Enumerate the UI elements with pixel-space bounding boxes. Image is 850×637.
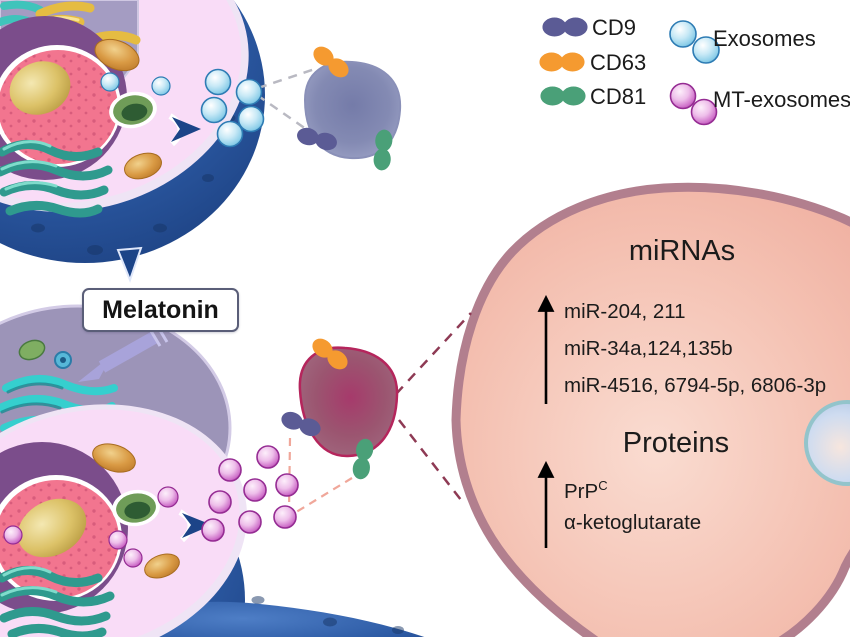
er-shadow — [0, 382, 64, 414]
intracellular-vesicle — [151, 76, 171, 96]
intracellular-vesicle — [100, 72, 120, 92]
mirna-item: miR-34a,124,135b — [564, 337, 733, 360]
secretion-arrow — [171, 117, 201, 142]
donor-cell-top — [0, 0, 265, 283]
nucleolus — [9, 61, 71, 115]
mt-exosome-cluster — [201, 445, 299, 542]
legend-label-cd63: CD63 — [590, 50, 647, 75]
zoom-lines-target — [395, 312, 472, 501]
nucleolus — [17, 498, 87, 558]
small-green-organelle — [18, 339, 46, 361]
protein-item-ketoglutarate: α-ketoglutarate — [564, 511, 702, 534]
mitochondrion — [144, 553, 180, 579]
er-highlight — [0, 140, 58, 191]
mitochondrion — [94, 38, 140, 72]
donor-cell-bottom — [0, 304, 425, 637]
endoplasmic-reticulum — [0, 566, 115, 637]
vacuole — [112, 489, 160, 527]
target-cell — [451, 182, 850, 637]
target-cell-membrane — [451, 182, 850, 637]
mirna-item: miR-204, 211 — [564, 300, 686, 323]
release-lines-mt-exosome — [287, 437, 353, 515]
membrane-spike — [116, 246, 143, 283]
mt-exosome-icon — [669, 82, 718, 126]
mitochondrion — [92, 443, 136, 473]
intracellular-mt-vesicles — [3, 486, 179, 568]
legend-icons — [539, 17, 720, 126]
mitochondrion — [124, 152, 162, 180]
nucleus — [0, 16, 127, 180]
small-blue-organelle — [54, 351, 72, 369]
legend-label-cd81: CD81 — [590, 84, 647, 109]
mirna-item: miR-4516, 6794-5p, 6806-3p — [564, 374, 827, 397]
legend-label-cd9: CD9 — [592, 15, 637, 40]
protein-item-prpc: PrPC — [564, 478, 608, 503]
protein-section-title: Proteins — [622, 427, 730, 459]
exosome-icon — [669, 20, 720, 64]
zoom-lines-exosome — [256, 66, 319, 138]
cd63-dumbbell-icon — [539, 52, 585, 72]
mirna-section-title: miRNAs — [628, 235, 736, 267]
secretion-arrow — [182, 513, 212, 538]
melatonin-label: Melatonin — [82, 288, 239, 332]
exosome-cluster — [200, 68, 265, 148]
legend-label-exosomes: Exosomes — [713, 26, 816, 51]
enlarged-mt-exosome — [278, 334, 399, 481]
vacuole — [109, 91, 157, 129]
target-cell-nucleus — [804, 400, 850, 486]
enlarged-exosome — [295, 42, 402, 172]
endoplasmic-reticulum — [0, 140, 113, 218]
er-highlight — [0, 566, 58, 597]
legend-label-mt-exosomes: MT-exosomes — [713, 87, 850, 112]
cd9-dumbbell-icon — [542, 17, 588, 37]
cd81-dumbbell-icon — [540, 86, 586, 106]
